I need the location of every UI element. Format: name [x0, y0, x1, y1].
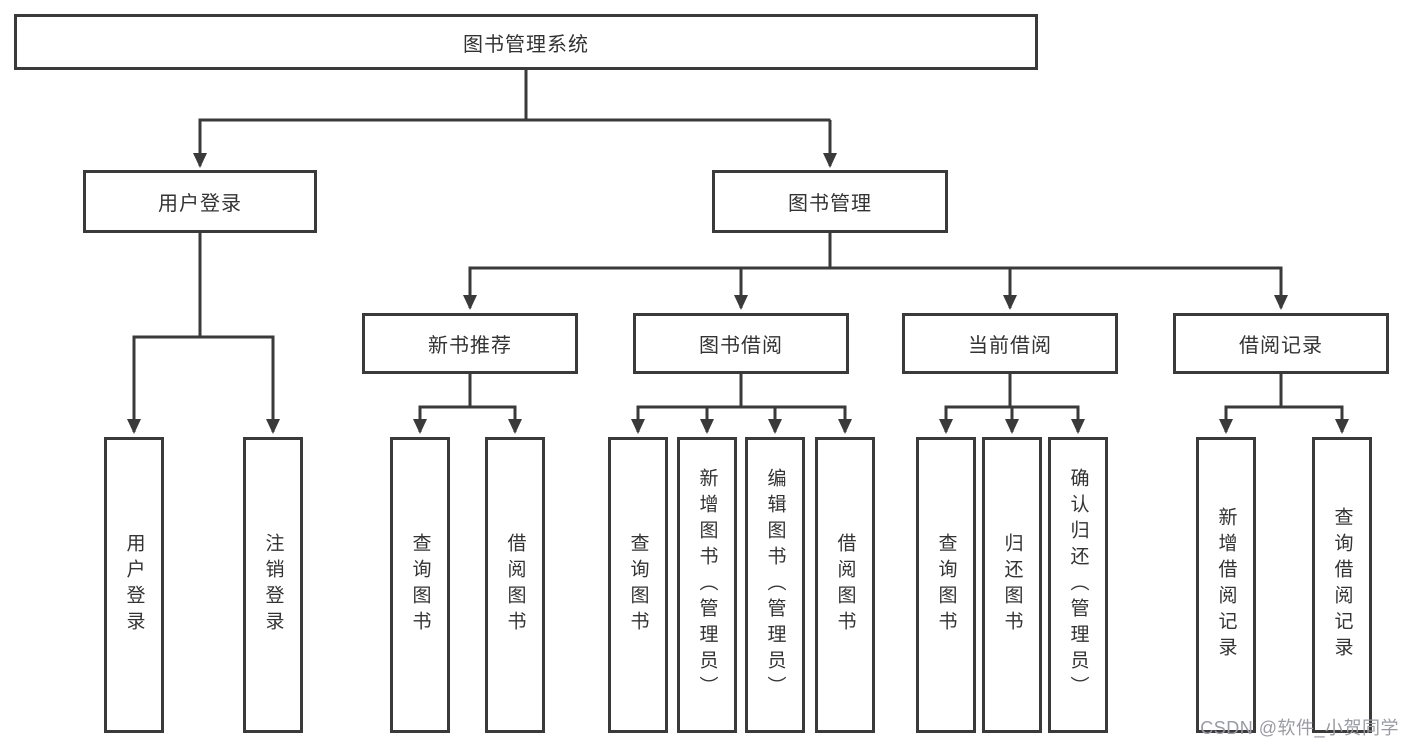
leaf-query-books-borrow: 查询图书 [608, 437, 668, 733]
node-book-management: 图书管理 [712, 170, 948, 233]
connector-book-management-children [463, 233, 1288, 310]
connector-current-borrow-children [939, 374, 1085, 434]
leaf-logout: 注销登录 [243, 437, 303, 733]
node-borrow-records: 借阅记录 [1173, 313, 1389, 374]
csdn-watermark: CSDN @软件_小贺同学 [1200, 718, 1399, 738]
leaf-confirm-return-admin: 确认归还（管理员） [1048, 437, 1108, 733]
leaf-query-books-current: 查询图书 [916, 437, 976, 733]
node-book-borrow: 图书借阅 [633, 313, 849, 374]
node-library-management-system: 图书管理系统 [14, 14, 1038, 70]
connector-book-borrow-children [631, 374, 852, 434]
leaf-query-borrow-record: 查询借阅记录 [1312, 437, 1372, 733]
connector-user-login-children [127, 233, 280, 434]
leaf-query-books-recommend: 查询图书 [390, 437, 450, 733]
node-user-login: 用户登录 [83, 170, 317, 233]
leaf-return-book: 归还图书 [982, 437, 1042, 733]
connector-new-book-recommend-children [413, 374, 522, 434]
connector-root-to-level2 [193, 70, 837, 168]
leaf-add-book-admin: 新增图书（管理员） [677, 437, 737, 733]
leaf-user-login: 用户登录 [104, 437, 164, 733]
leaf-edit-book-admin: 编辑图书（管理员） [745, 437, 805, 733]
node-new-book-recommend: 新书推荐 [362, 313, 578, 374]
connector-borrow-records-children [1219, 374, 1349, 434]
leaf-add-borrow-record: 新增借阅记录 [1196, 437, 1256, 733]
leaf-borrow-books-recommend: 借阅图书 [485, 437, 545, 733]
node-current-borrow: 当前借阅 [902, 313, 1118, 374]
leaf-borrow-books: 借阅图书 [815, 437, 875, 733]
